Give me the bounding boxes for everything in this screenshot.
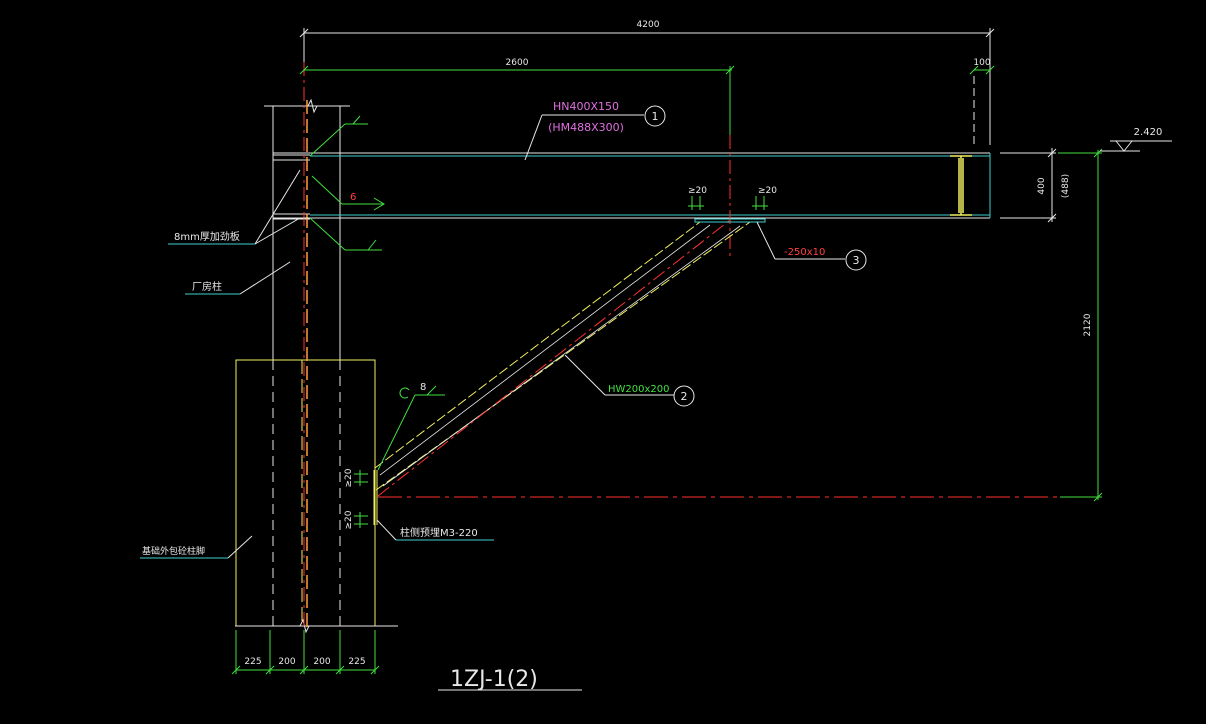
dim-base-4: 225 (348, 657, 365, 667)
elevation-marker (1100, 140, 1172, 152)
weld-marks-top (688, 196, 768, 210)
svg-text:2: 2 (681, 390, 688, 403)
weld-size-8: 8 (420, 382, 426, 393)
brace (374, 219, 751, 497)
dim-base-3: 200 (313, 657, 330, 667)
anchor-label: 柱侧预埋M3-220 (400, 526, 478, 539)
weld-label-a: ≥20 (688, 186, 707, 196)
dim-base-2: 200 (278, 657, 295, 667)
dim-end-offset: 100 (973, 58, 990, 68)
dim-beam-depth-alt: (488) (1061, 174, 1071, 198)
brace-base-plate (373, 470, 378, 525)
weld-size-6: 6 (350, 192, 356, 203)
svg-text:1: 1 (652, 110, 659, 123)
drawing-title: 1ZJ-1(2) (450, 667, 538, 692)
weld-symbols (309, 115, 445, 471)
weld-marks-bottom (354, 470, 368, 528)
weld-label-c: ≥20 (344, 468, 354, 487)
weld-label-b: ≥20 (758, 186, 777, 196)
beam-section-label: HN400X150 (553, 100, 619, 113)
plate-label: -250x10 (784, 247, 825, 258)
dim-base-1: 225 (244, 657, 261, 667)
stiffener-label: 8mm厚加劲板 (174, 230, 240, 243)
callout-bubble-3: 3 (845, 249, 867, 271)
dim-beam-depth: 400 (1037, 177, 1047, 194)
beam (273, 152, 991, 219)
callout-bubble-2: 2 (673, 385, 695, 407)
callout-bubble-1: 1 (644, 105, 666, 127)
dimension-lines (231, 28, 1103, 675)
brace-section-label: HW200x200 (608, 384, 670, 395)
dim-brace-height: 2120 (1083, 313, 1093, 336)
dim-overall-width: 4200 (637, 20, 660, 30)
beam-section-alt-label: (HM488X300) (548, 121, 624, 134)
foundation (235, 359, 376, 627)
top-plate (694, 218, 766, 223)
callout-leaders (140, 114, 845, 559)
svg-text:3: 3 (853, 254, 860, 267)
dim-beam-span: 2600 (506, 58, 529, 68)
i-section-icon (950, 155, 972, 216)
weld-label-d: ≥20 (344, 510, 354, 529)
column-label: 厂房柱 (192, 280, 222, 293)
elevation-value: 2.420 (1134, 127, 1163, 138)
base-label: 基础外包砼柱脚 (142, 545, 205, 557)
